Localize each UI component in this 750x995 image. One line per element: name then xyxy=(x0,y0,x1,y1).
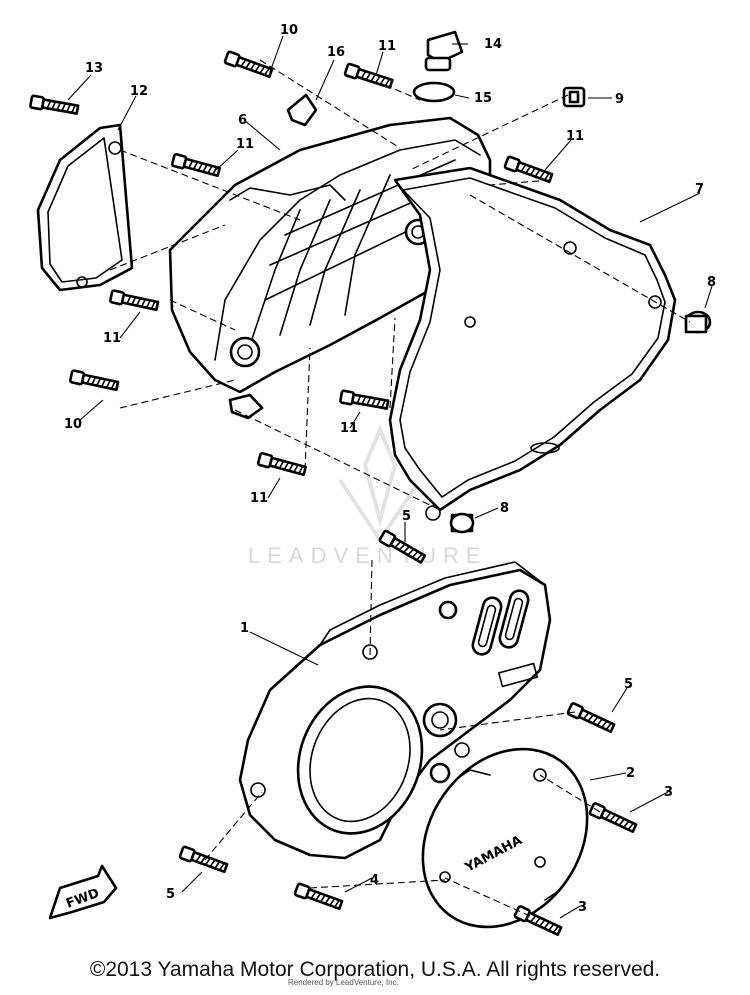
bolt-3-upper xyxy=(588,801,639,835)
callout-10-upper: 10 xyxy=(280,23,298,38)
callout-7: 7 xyxy=(695,182,704,197)
bolt-11-bottom xyxy=(256,451,308,478)
callout-2: 2 xyxy=(626,766,635,781)
alignment-lines xyxy=(109,59,691,917)
bolt-11-left xyxy=(170,152,222,179)
callout-5-right: 5 xyxy=(624,677,633,692)
callout-16: 16 xyxy=(327,45,345,60)
callout-8-lower: 8 xyxy=(500,501,509,516)
callout-labels: 10 16 11 14 13 12 15 9 6 11 11 7 8 11 10… xyxy=(64,23,716,915)
rendered-by-note: Rendered by LeadVenture, Inc. xyxy=(288,978,399,987)
crankcase-cover-1 xyxy=(238,561,552,860)
callout-3-upper: 3 xyxy=(664,785,673,800)
bolt-11-mid xyxy=(338,389,390,412)
callout-5-left: 5 xyxy=(166,887,175,902)
callout-5-top: 5 xyxy=(402,509,411,524)
callout-11-mid-left: 11 xyxy=(103,331,121,346)
watermark-text: LEADVENTURE xyxy=(248,543,488,568)
callout-8-upper: 8 xyxy=(707,275,716,290)
cover-2: YAMAHA xyxy=(421,747,589,929)
bolt-11-mid-left xyxy=(108,288,160,314)
watermark: LEADVENTURE xyxy=(248,424,488,568)
oil-filler-cap-14 xyxy=(424,30,464,72)
gasket-7 xyxy=(388,166,677,521)
bolt-4 xyxy=(293,881,345,912)
dowel-pin-8b xyxy=(449,512,475,534)
callout-4: 4 xyxy=(370,873,379,888)
callout-6: 6 xyxy=(238,113,247,128)
bolt-13 xyxy=(28,94,80,117)
callout-13: 13 xyxy=(85,61,103,76)
callout-12: 12 xyxy=(130,84,148,99)
leader-lines xyxy=(67,35,713,919)
plug-9 xyxy=(562,86,586,108)
callout-11-right: 11 xyxy=(566,129,584,144)
callout-11-top: 11 xyxy=(378,39,396,54)
callout-1: 1 xyxy=(240,621,249,636)
copyright-footer: ©2013 Yamaha Motor Corporation, U.S.A. A… xyxy=(89,958,661,981)
o-ring-15 xyxy=(412,81,456,103)
bolt-10-lower xyxy=(68,368,120,394)
callout-3-lower: 3 xyxy=(578,900,587,915)
callout-15: 15 xyxy=(474,91,492,106)
bolt-5-right xyxy=(566,701,617,735)
bolt-5-left xyxy=(178,844,230,875)
cover-12 xyxy=(36,123,134,292)
callout-11-left: 11 xyxy=(236,137,254,152)
bolt-10-upper xyxy=(223,49,275,80)
fwd-arrow: FWD xyxy=(48,864,118,920)
callout-11-bottom: 11 xyxy=(250,491,268,506)
dowel-pin-8a xyxy=(684,310,712,334)
callout-11-mid: 11 xyxy=(340,421,358,436)
callout-9: 9 xyxy=(615,92,624,107)
callout-10-lower: 10 xyxy=(64,417,82,432)
callout-14: 14 xyxy=(484,37,502,52)
